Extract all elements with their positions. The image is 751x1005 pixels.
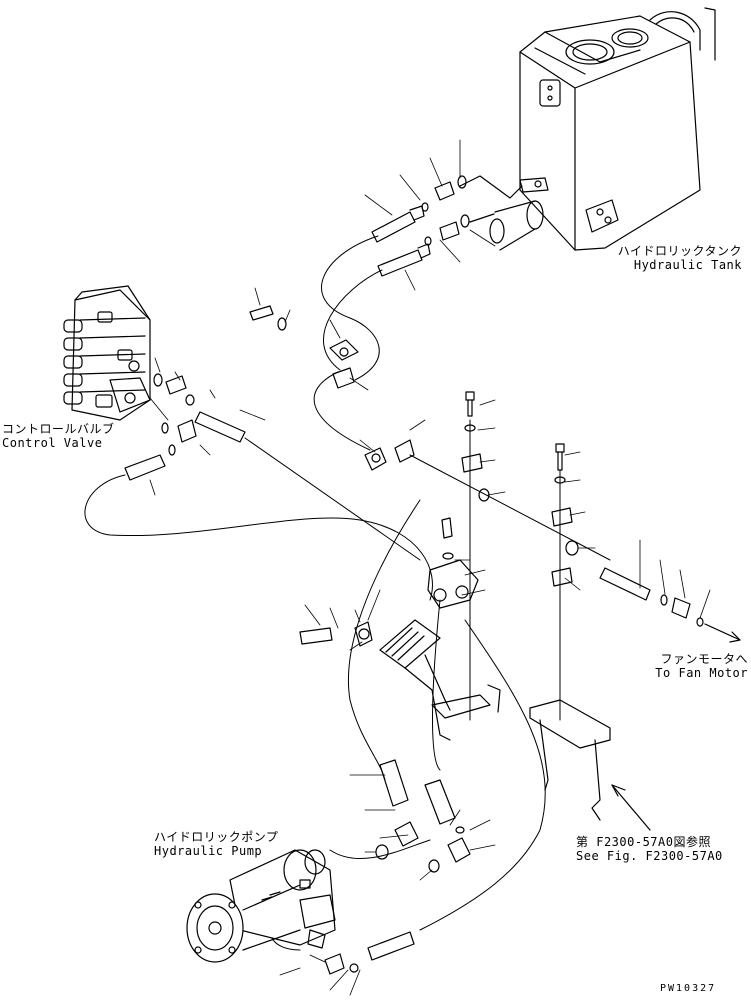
see-fig-label-en: See Fig. F2300-57A0 [576,849,723,863]
clamps [249,305,415,471]
fan-motor-label-jp: ファンモータへ [660,652,748,666]
tank-hose-fittings [371,175,523,277]
control-valve-label-jp: コントロールバルブ [2,422,115,436]
bracket-bolts [441,391,579,587]
hydraulic-pump [186,849,336,963]
control-valve [63,285,151,421]
hydraulic-pump-label-en: Hydraulic Pump [154,844,263,858]
hydraulic-tank-label-en: Hydraulic Tank [633,258,742,272]
hydraulic-pump-label-jp: ハイドロリックポンプ [154,830,279,844]
tank-suction-pipe [489,177,549,251]
control-valve-label-en: Control Valve [2,436,103,450]
lower-hose-fittings [324,759,471,975]
fan-motor-fittings [599,567,741,643]
side-bracket [529,699,651,831]
hydraulic-tank-label: ハイドロリックタンク Hydraulic Tank [590,244,742,272]
valve-fittings [124,373,246,481]
see-fig-label: 第 F2300-57A0図参照 See Fig. F2300-57A0 [576,835,723,863]
leader-lines [149,139,711,996]
see-fig-label-jp: 第 F2300-57A0図参照 [576,835,711,849]
control-valve-label: コントロールバルブ Control Valve [2,422,115,450]
fan-motor-label-en: To Fan Motor [655,666,748,680]
hydraulic-tank [519,7,716,251]
drawing-code: PW10327 [660,983,717,994]
fan-motor-label: ファンモータへ To Fan Motor [620,652,748,680]
hydraulic-tank-label-jp: ハイドロリックタンク [617,244,742,258]
hydraulic-pump-label: ハイドロリックポンプ Hydraulic Pump [154,830,278,858]
